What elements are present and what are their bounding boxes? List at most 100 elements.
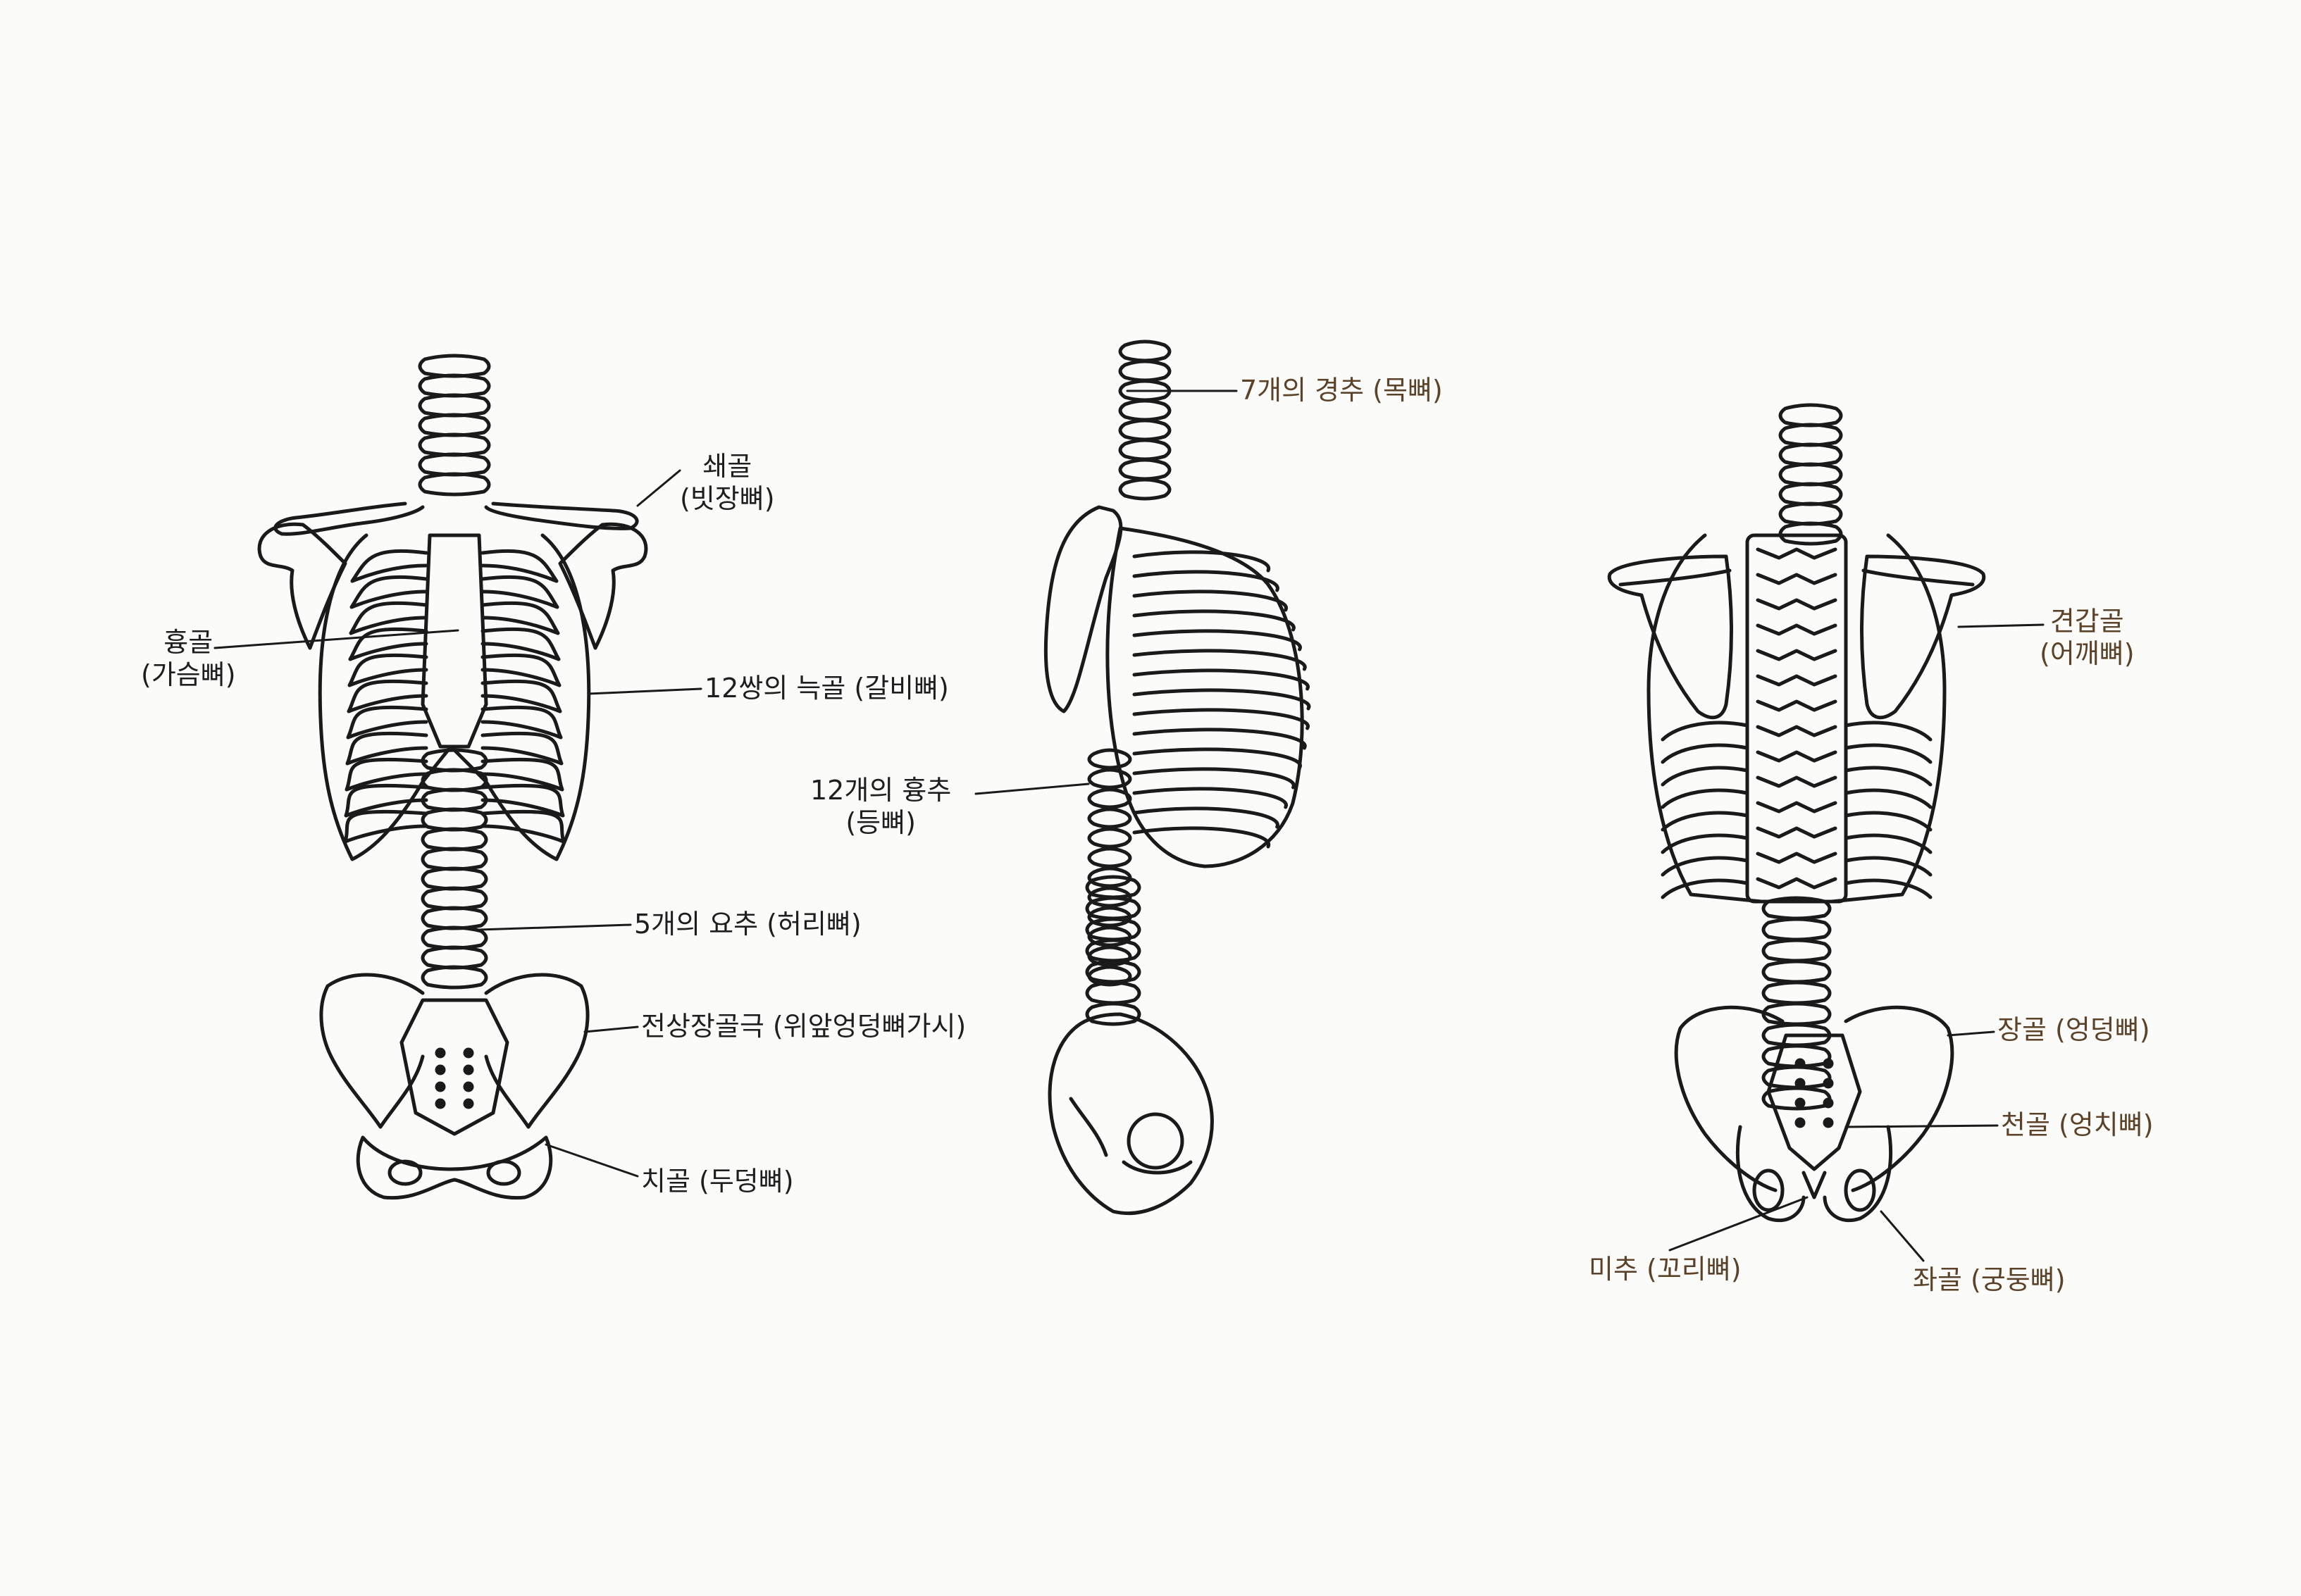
back-scapula-left-spine [1618,568,1732,587]
back-ilium-left [1674,1005,1785,1192]
front-cervical-vertebra [418,472,491,497]
front-sternum [421,533,488,749]
back-rib-left [1661,878,1749,899]
label-sternum-main: 흉골 [163,627,213,658]
back-thoracic-vertebra [1756,598,1837,611]
front-sacral-dot [463,1098,474,1109]
leader-sacrum [1844,1124,1999,1128]
side-rib [1132,550,1271,573]
side-rib [1132,728,1307,750]
back-lumbar-vertebra [1761,938,1832,963]
side-thoracic-vertebra [1087,787,1132,809]
side-cervical-vertebra [1118,478,1172,501]
label-thoracic: 12개의 흉추 (등뼈) [810,775,951,839]
back-sacral-dot [1794,1097,1806,1109]
side-thoracic-vertebra [1087,827,1132,849]
front-lumbar-vertebra [421,748,488,773]
back-rib-right [1844,856,1933,877]
side-cervical-vertebra [1118,418,1172,442]
back-cervical-vertebra [1778,423,1843,447]
label-pubis: 치골 (두덩뼈) [641,1166,794,1197]
front-rib-right [480,601,560,635]
back-sacral-dot [1794,1058,1806,1069]
side-rib [1132,787,1288,809]
side-cervical-vertebra [1118,399,1172,422]
side-lumbar-vertebra [1085,1002,1141,1026]
back-cervical-vertebra [1778,462,1843,487]
side-rib [1132,609,1296,632]
front-clavicle-left [273,501,425,536]
back-lumbar-vertebra [1761,959,1832,984]
back-ischium-right [1823,1125,1893,1223]
side-rib [1132,747,1302,770]
front-rib-left [343,809,428,844]
side-acetabulum [1122,1160,1193,1175]
front-cervical-vertebra [418,393,491,418]
side-cervical-vertebra [1118,339,1172,363]
front-skeleton [257,354,648,1200]
front-lumbar-vertebra [421,847,488,871]
side-lumbar-vertebra [1085,896,1141,921]
front-lumbar-vertebra [421,965,488,990]
side-cervical-spine [1118,339,1172,501]
front-rib-right [480,757,564,792]
front-sacral-dot [463,1047,474,1059]
leader-lumbar [478,923,632,931]
front-lumbar-vertebra [421,866,488,891]
back-thoracic-vertebra [1756,725,1837,737]
front-sacrum [399,998,509,1136]
back-rib-right [1844,833,1933,854]
back-scapula-right [1860,554,1986,720]
back-thoracic-vertebra [1756,826,1837,839]
label-coccyx: 미추 (꼬리뼈) [1589,1254,1742,1285]
label-clavicle: 쇄골 (빗장뼈) [680,451,775,515]
back-rib-right [1844,811,1933,832]
back-sacral-dot [1823,1097,1834,1109]
leader-sternum [213,629,459,649]
back-thoracic-vertebra [1756,674,1837,687]
back-sacrum [1766,1033,1862,1171]
front-pelvis-ilium-left [319,973,425,1129]
side-rib [1132,629,1302,652]
front-pelvis-ilium-right [484,973,590,1129]
front-rib-left [348,627,428,661]
front-rib-left [349,575,428,609]
side-skeleton [1043,339,1311,1216]
front-rib-right [480,705,563,740]
back-coccyx [1801,1171,1827,1199]
back-rib-left [1661,856,1749,877]
front-cervical-vertebra [418,373,491,398]
label-scapula: 견갑골 (어깨뼈) [2040,606,2135,670]
back-rib-right [1844,766,1933,787]
back-rib-right [1844,878,1933,899]
front-ribs [343,549,566,844]
front-cervical-vertebra [418,452,491,477]
front-rib-right [480,679,562,713]
front-sacral-foramina [435,1047,474,1109]
side-thoracic-vertebra [1087,847,1132,868]
back-thoracic-vertebra [1756,775,1837,788]
side-rib [1132,649,1307,671]
back-rib-left [1661,721,1749,742]
front-lumbar-vertebra [421,886,488,911]
side-rib [1132,826,1271,849]
side-rib [1132,767,1296,790]
back-cervical-vertebra [1778,403,1843,428]
label-ilium: 장골 (엉덩뼈) [1997,1014,2150,1045]
back-rib-left [1661,766,1749,787]
leader-ischium [1880,1210,1925,1262]
front-lumbar-vertebra [421,827,488,852]
front-lumbar-vertebra [421,787,488,812]
side-femoral-head [1127,1112,1184,1170]
side-lumbar-vertebra [1085,938,1141,963]
label-sternum: 흉골 (가슴뼈) [141,627,236,691]
side-ribcage-outline [1105,526,1304,868]
back-obturator-left [1752,1168,1785,1212]
back-rib-left [1661,811,1749,832]
back-thoracic-vertebra [1756,649,1837,661]
label-sternum-sub: (가슴뼈) [141,659,236,690]
back-rib-right [1844,788,1933,809]
front-lumbar-vertebra [421,768,488,792]
front-lumbar-vertebra [421,807,488,832]
back-cervical-vertebra [1778,501,1843,526]
